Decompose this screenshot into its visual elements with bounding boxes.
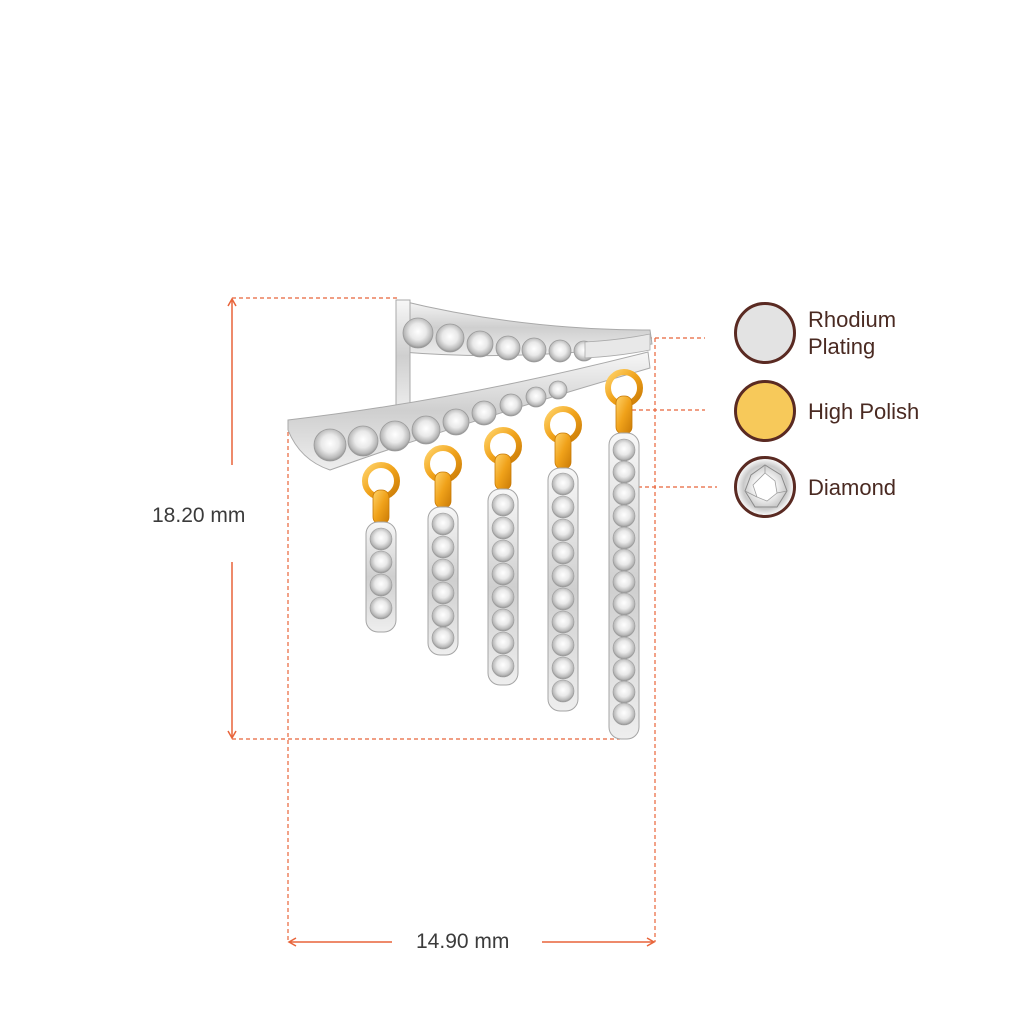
diamond-swatch-icon [734,456,796,518]
diamond-bar-2 [427,506,459,656]
diamond-bar-3 [487,488,519,686]
legend-label-high-polish: High Polish [808,398,920,424]
diamond-bar-1 [365,521,397,633]
upper-silver-bar [395,299,653,413]
diamond-bar-4 [547,467,579,712]
gold-links [372,395,633,525]
upper-bar-diamonds [402,317,595,363]
legend-item-high-polish: High Polish [734,380,958,442]
height-arrowhead-bottom [227,730,237,740]
legend-label-rhodium: Rhodium Plating [808,307,897,359]
lower-silver-bar [287,351,651,471]
lower-bar-diamonds [313,380,568,462]
legend-label-diamond: Diamond [808,474,897,500]
diamond-bar-5 [608,432,640,740]
dimension-arrows [227,297,656,947]
height-dimension-label: 18.20 mm [152,504,246,527]
gold-swatch-icon [734,380,796,442]
legend-item-diamond: Diamond [734,456,958,518]
diamond-facet-icon [744,464,788,508]
width-arrowhead-right [646,937,656,947]
width-dimension-label: 14.90 mm [412,931,514,952]
height-arrowhead-top [227,297,237,307]
rhodium-swatch-icon [734,302,796,364]
legend-item-rhodium: Rhodium Plating [734,302,958,364]
width-arrowhead-left [287,937,297,947]
